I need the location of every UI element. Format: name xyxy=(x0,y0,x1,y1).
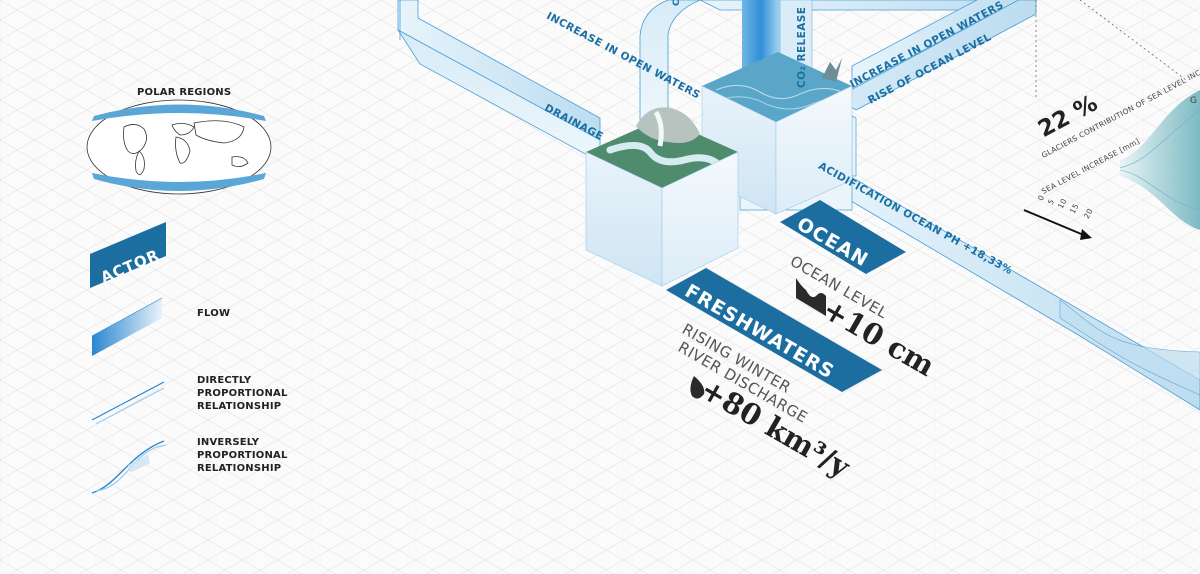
flow-legend-icon xyxy=(91,297,163,356)
whale-tail-icon xyxy=(822,58,842,82)
freshwater-cube-right xyxy=(661,151,739,287)
actor-legend-box xyxy=(90,222,166,288)
inverse-label-line-2: PROPORTIONAL xyxy=(197,450,288,461)
ocean-cube-top xyxy=(702,52,852,122)
ocean-cube-right xyxy=(775,85,853,215)
drainage-band xyxy=(397,29,601,163)
flow-legend-label: FLOW xyxy=(197,308,231,319)
ocean-level-band xyxy=(851,0,1020,89)
glacier-axis-ticks: 0 5 10 15 20 xyxy=(1036,194,1096,226)
inverse-label-line-3: RELATIONSHIP xyxy=(197,463,282,474)
flow-label-co2-release: CO₂ RELEASE xyxy=(796,6,808,88)
direct-label-line-1: DIRECTLY xyxy=(197,375,252,386)
glacier-axis-arrow xyxy=(1023,209,1087,237)
inverse-label-line-1: INVERSELY xyxy=(197,437,260,448)
co-band xyxy=(639,0,701,123)
freshwater-cube-top xyxy=(586,118,738,188)
glacier-dotted-guide-2 xyxy=(1079,0,1187,81)
axis-tick: 15 xyxy=(1068,202,1081,216)
axis-tick: 5 xyxy=(1046,197,1057,207)
direct-relationship-icon xyxy=(91,381,165,425)
direct-label-line-2: PROPORTIONAL xyxy=(197,388,288,399)
world-map-icon xyxy=(86,99,272,195)
ocean-label-box xyxy=(780,200,906,274)
glacier-wave xyxy=(1120,90,1200,230)
inverse-relationship-icon xyxy=(91,440,167,494)
flow-label-co: CO xyxy=(672,0,682,6)
acidification-twist xyxy=(1059,299,1200,396)
axis-tick: 20 xyxy=(1082,207,1095,221)
water-drop-icon xyxy=(690,376,705,399)
glacier-axis-arrowhead xyxy=(1080,229,1092,240)
freshwaters-label-box xyxy=(666,268,882,392)
inverse-relationship-label: INVERSELY PROPORTIONAL RELATIONSHIP xyxy=(197,436,288,475)
legend-map-title: POLAR REGIONS xyxy=(137,87,232,98)
direct-relationship-label: DIRECTLY PROPORTIONAL RELATIONSHIP xyxy=(197,374,288,413)
glacier-edge-label: G xyxy=(1190,96,1198,106)
axis-tick: 10 xyxy=(1056,197,1069,211)
direct-label-line-3: RELATIONSHIP xyxy=(197,401,282,412)
waterfall-rocks xyxy=(636,107,700,143)
ocean-level-icon xyxy=(796,278,826,316)
